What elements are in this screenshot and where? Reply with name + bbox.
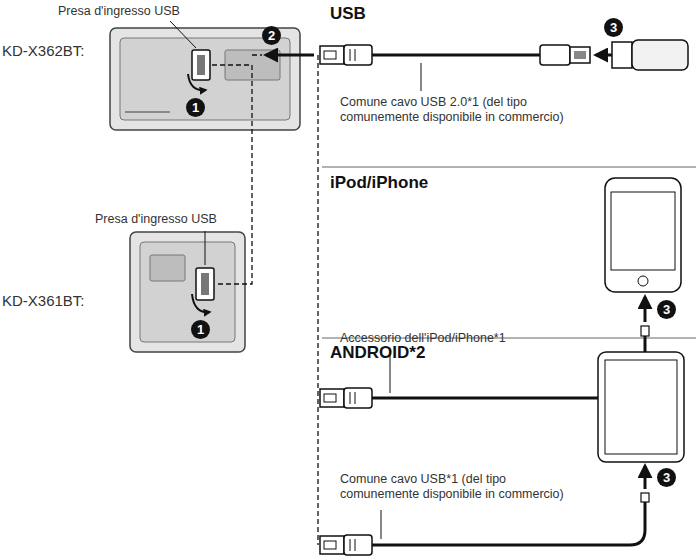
callout-number: 1 xyxy=(191,320,210,339)
part-label: Presa d'ingresso USB xyxy=(58,4,180,19)
insert-arrow xyxy=(266,54,314,57)
model-name: KD-X361BT: xyxy=(2,292,85,310)
cable-label: Comune cavo USB*1 (del tipo comunemente … xyxy=(340,472,585,502)
cable-label: Comune cavo USB 2.0*1 (del tipo comuneme… xyxy=(340,95,585,125)
usb-socket xyxy=(201,273,209,295)
callout-number: 3 xyxy=(657,300,676,319)
android-tablet xyxy=(598,352,684,462)
turn-arrow xyxy=(192,294,210,312)
callout-number: 3 xyxy=(657,468,676,487)
insert-arrow xyxy=(644,466,647,489)
leader-line xyxy=(421,63,422,91)
usb-socket xyxy=(197,55,205,75)
usb-cable xyxy=(320,45,590,65)
head-unit xyxy=(130,232,245,352)
insert-arrow xyxy=(644,297,647,322)
usb-socket xyxy=(192,50,210,80)
callout-number: 3 xyxy=(604,18,623,37)
iphone xyxy=(605,178,681,292)
usb-cable xyxy=(320,493,649,555)
leader-line xyxy=(170,21,196,48)
usb-socket xyxy=(196,268,214,300)
section-divider xyxy=(322,167,696,338)
turn-arrow xyxy=(188,74,206,90)
leader-line xyxy=(205,231,206,265)
usb-stick xyxy=(612,40,688,70)
section-heading: USB xyxy=(330,4,366,24)
dashed-route xyxy=(212,55,318,545)
insert-arrow xyxy=(596,54,612,57)
callout-number: 2 xyxy=(262,26,281,45)
callout-number: 1 xyxy=(186,98,205,117)
section-heading: ANDROID*2 xyxy=(330,343,425,363)
leader-line xyxy=(381,510,382,539)
section-heading: iPod/iPhone xyxy=(330,173,428,193)
part-label: Presa d'ingresso USB xyxy=(95,212,217,227)
model-name: KD-X362BT: xyxy=(2,42,85,60)
